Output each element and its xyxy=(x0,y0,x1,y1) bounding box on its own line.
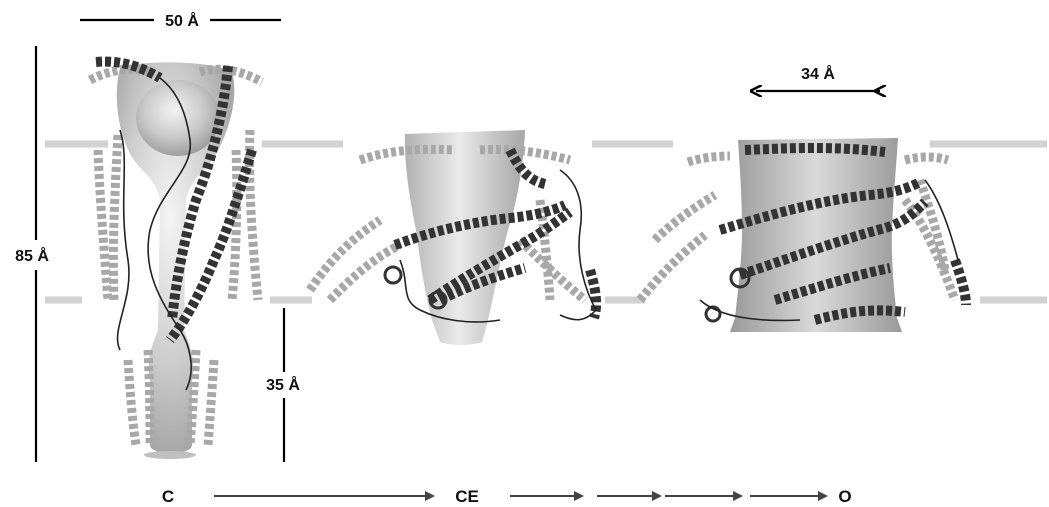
pore-width-dimension: 34 Å xyxy=(756,64,880,91)
state-transition-row: C CE O xyxy=(162,487,852,506)
closed-expanded-state-structure xyxy=(310,130,596,345)
width-top-label: 50 Å xyxy=(165,11,199,30)
state-label-o: O xyxy=(838,487,851,506)
closed-state-vestibule-sphere xyxy=(136,80,220,156)
closed-state-structure xyxy=(90,62,262,459)
pore-width-label: 34 Å xyxy=(801,64,835,83)
height-lower-label: 35 Å xyxy=(266,375,300,394)
height-dimension-lower: 35 Å xyxy=(266,308,300,462)
open-state-structure xyxy=(640,138,966,332)
state-label-ce: CE xyxy=(455,487,479,506)
height-total-label: 85 Å xyxy=(15,246,49,265)
closed-expanded-state-helix-end-1 xyxy=(385,267,401,283)
width-dimension-top: 50 Å xyxy=(80,11,281,30)
closed-state-bottom-disc xyxy=(144,451,196,459)
open-state-barrel-surface xyxy=(730,138,902,332)
height-dimension-total: 85 Å xyxy=(15,46,49,462)
state-label-c: C xyxy=(162,487,174,506)
